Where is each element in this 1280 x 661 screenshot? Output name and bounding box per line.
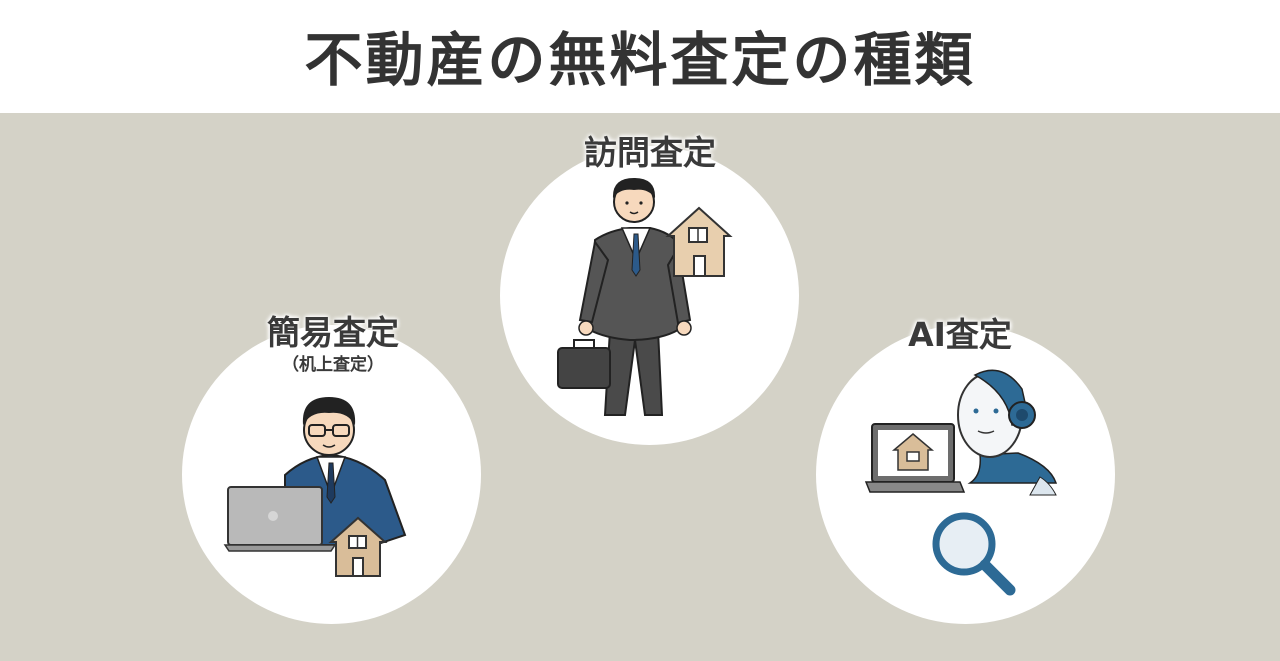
magnifier-icon — [932, 512, 1016, 596]
businessman-walking-illustration — [557, 178, 692, 416]
laptop-house-illustration — [864, 423, 966, 493]
house-icon — [328, 516, 388, 577]
page-title: 不動産の無料査定の種類 — [304, 25, 976, 94]
ai-appraisal-label: AI査定 — [908, 315, 1012, 354]
businessman-laptop-illustration — [223, 397, 407, 552]
simple-appraisal-label: 簡易査定 — [267, 313, 399, 352]
house-icon — [665, 206, 733, 277]
simple-appraisal-sublabel: （机上査定） — [282, 355, 384, 375]
header-bar: 不動産の無料査定の種類 — [0, 0, 1280, 113]
visit-appraisal-label: 訪問査定 — [584, 133, 716, 172]
ai-robot-illustration — [957, 369, 1058, 496]
